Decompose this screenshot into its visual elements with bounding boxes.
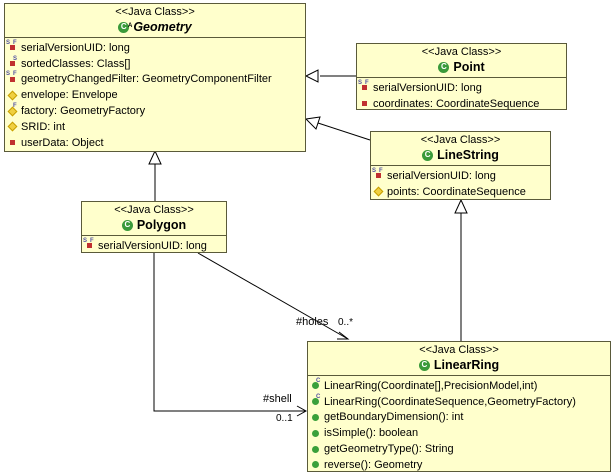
method-row[interactable]: isSimple(): boolean	[308, 425, 610, 441]
field-row[interactable]: envelope: Envelope	[5, 87, 305, 103]
class-name: Point	[453, 60, 485, 74]
method-row[interactable]: getGeometryType(): String	[308, 441, 610, 457]
holes-association-arrow	[337, 331, 350, 340]
polygon-inheritance-arrow	[148, 149, 162, 165]
point-inheritance-arrow	[304, 69, 319, 83]
class-icon: C	[438, 61, 450, 73]
class-name: LineString	[437, 148, 499, 162]
class-header: <<Java Class>> C LinearRing	[308, 342, 610, 376]
field-row[interactable]: userData: Object	[5, 135, 305, 151]
stereotype-label: <<Java Class>>	[420, 134, 501, 146]
static-private-field-icon: S	[5, 56, 19, 71]
method-row[interactable]: getBoundaryDimension(): int	[308, 410, 610, 426]
public-method-icon	[308, 410, 322, 424]
class-icon: C	[418, 359, 430, 371]
shell-association-arrow	[296, 405, 308, 417]
public-method-icon	[308, 442, 322, 456]
private-field-icon	[357, 97, 371, 111]
linearring-inheritance-arrow	[454, 198, 468, 214]
holes-multiplicity-label: 0..*	[338, 317, 354, 328]
protected-field-icon	[5, 88, 19, 102]
linestring-inheritance-arrow	[304, 116, 321, 130]
holes-association-line	[197, 252, 349, 340]
public-method-icon	[308, 458, 322, 472]
class-header: <<Java Class>> C LineString	[371, 132, 550, 166]
method-row[interactable]: reverse(): Geometry	[308, 457, 610, 473]
protected-field-icon	[5, 120, 19, 134]
class-icon: C	[422, 149, 434, 161]
class-name: LinearRing	[433, 358, 500, 372]
constructor-icon: C	[308, 378, 322, 393]
shell-multiplicity-label: 0..1	[276, 413, 293, 424]
stereotype-label: <<Java Class>>	[115, 6, 195, 18]
field-row[interactable]: SRID: int	[5, 119, 305, 135]
field-row[interactable]: points: CoordinateSequence	[371, 184, 550, 200]
class-header: <<Java Class>> C Point	[357, 44, 566, 78]
class-name: Geometry	[133, 20, 192, 34]
stereotype-label: <<Java Class>>	[419, 344, 499, 356]
private-field-icon	[5, 136, 19, 150]
constructor-icon: C	[308, 394, 322, 409]
final-protected-field-icon: F	[5, 103, 19, 118]
shell-association-line	[153, 253, 306, 412]
field-row[interactable]: coordinates: CoordinateSequence	[357, 96, 566, 112]
class-header: <<Java Class>> C Polygon	[82, 202, 226, 236]
holes-role-label: #holes	[296, 316, 329, 328]
class-icon: C	[121, 219, 133, 231]
protected-field-icon	[371, 185, 385, 199]
shell-role-label: #shell	[263, 393, 292, 405]
class-name: Polygon	[136, 218, 187, 232]
stereotype-label: <<Java Class>>	[421, 46, 502, 58]
stereotype-label: <<Java Class>>	[114, 204, 194, 216]
linestring-inheritance-line	[317, 122, 371, 141]
public-method-icon	[308, 426, 322, 440]
